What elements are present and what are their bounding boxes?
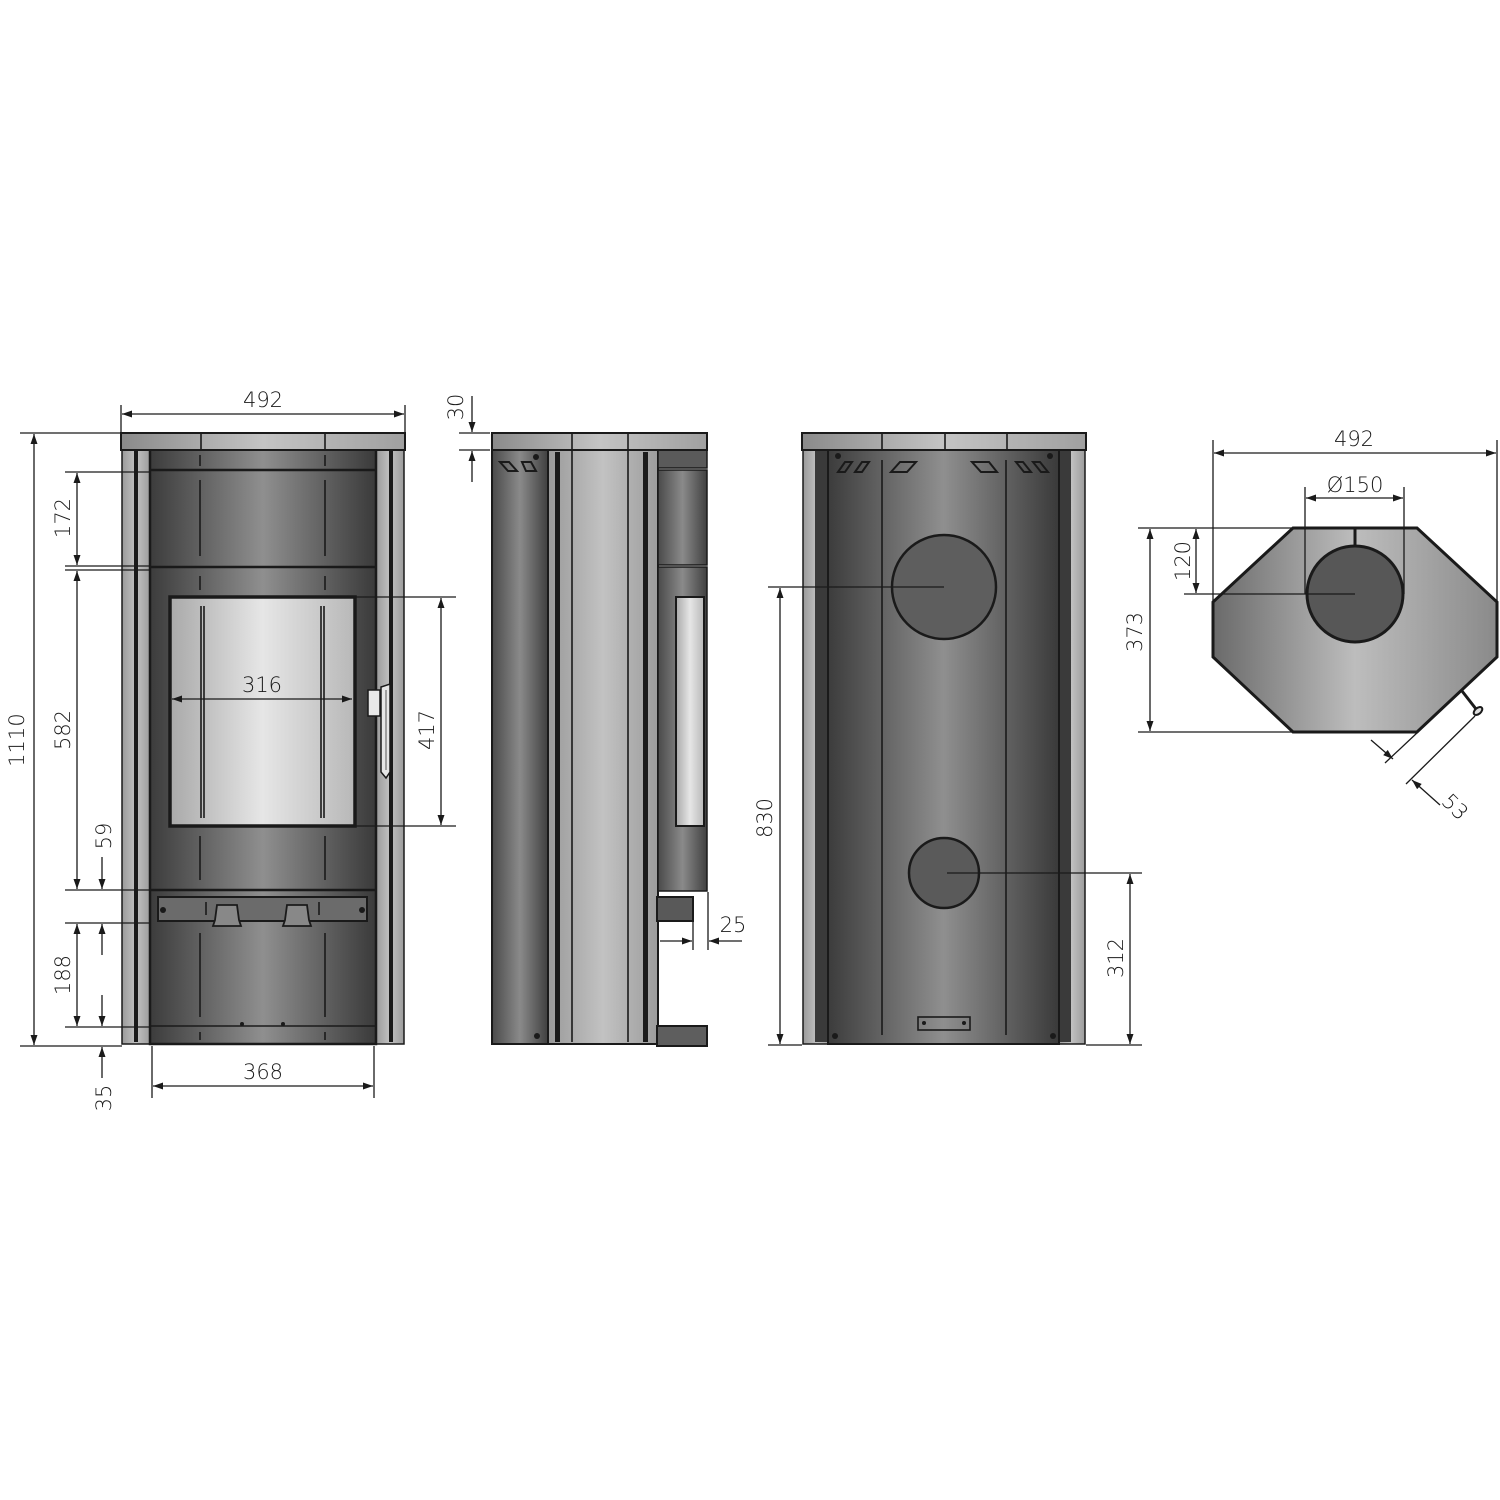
dim-top-plate: 30	[444, 394, 468, 421]
dim-door-height: 417	[415, 710, 439, 750]
door-handle	[367, 682, 391, 780]
dim-handle-offset: 53	[1437, 789, 1473, 825]
front-view	[120, 432, 406, 1046]
front-dimensions: 492 1110 172 582 59 188 35 316	[5, 388, 456, 1111]
back-dimensions: 830 312	[753, 586, 1142, 1046]
dim-front-offset: 25	[720, 913, 747, 937]
dim-flue-offset: 120	[1171, 541, 1195, 581]
dim-front-width: 492	[243, 388, 283, 412]
dim-ash-drawer: 59	[92, 823, 116, 850]
dim-rear-outlet-height: 830	[753, 798, 777, 838]
dim-front-height: 1110	[5, 713, 29, 766]
dim-door-bottom: 582	[51, 710, 75, 750]
dim-base-width: 368	[243, 1060, 283, 1084]
dim-top-section: 172	[51, 498, 75, 538]
dim-base-gap: 35	[92, 1085, 116, 1112]
back-view	[801, 432, 1087, 1045]
glass-window	[168, 595, 357, 828]
dim-window-width: 316	[242, 673, 282, 697]
dim-flue-diameter: Ø150	[1327, 473, 1384, 497]
top-view	[1211, 526, 1499, 734]
dim-top-depth: 373	[1123, 612, 1147, 652]
dim-air-inlet-height: 312	[1104, 938, 1128, 978]
dim-lower-section: 188	[51, 955, 75, 995]
dim-top-width: 492	[1334, 427, 1374, 451]
side-view	[491, 432, 708, 1047]
side-dimensions: 30 25	[444, 394, 746, 950]
ash-drawer	[151, 888, 375, 927]
